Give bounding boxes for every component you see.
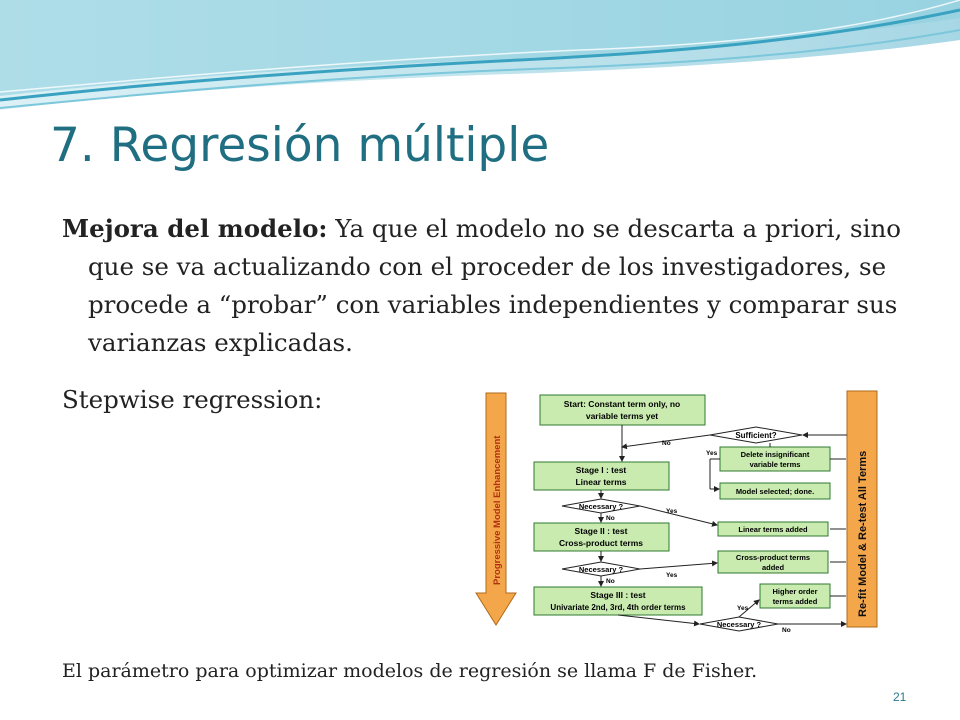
stage2-text-1: Stage II : test xyxy=(575,526,628,536)
no-label-1: No xyxy=(662,440,671,447)
para-text: Ya que el modelo no se descarta a priori… xyxy=(88,214,901,357)
delete-box xyxy=(719,446,831,472)
delete-text-2: variable terms xyxy=(750,460,801,469)
stage1-text-2: Linear terms xyxy=(575,477,626,487)
start-text-1: Start: Constant term only, no xyxy=(564,399,681,409)
header-wave-decoration xyxy=(0,0,960,110)
linear-added-box xyxy=(717,521,829,537)
necessary-text-2: Necessary ? xyxy=(579,565,624,574)
necessary-text-3: Necessary ? xyxy=(717,620,762,629)
progressive-arrow-shape xyxy=(475,392,517,626)
flow-connectors xyxy=(598,425,847,627)
page-number: 21 xyxy=(893,690,907,704)
no-label-3: No xyxy=(606,578,615,585)
no-label-4: No xyxy=(782,627,791,634)
stage3-text-1: Stage III : test xyxy=(590,590,645,600)
yes-label-4: Yes xyxy=(737,605,749,612)
stepwise-diagram: Progressive Model Enhancement Re-fit Mod… xyxy=(475,390,878,634)
stage2-text-2: Cross-product terms xyxy=(559,538,643,548)
para-bold-label: Mejora del modelo: xyxy=(62,214,328,243)
stage3-text-2: Univariate 2nd, 3rd, 4th order terms xyxy=(550,603,686,612)
linear-added-text: Linear terms added xyxy=(738,525,808,534)
start-text-2: variable terms yet xyxy=(586,411,658,421)
footer-note: El parámetro para optimizar modelos de r… xyxy=(62,660,758,682)
refit-bar-shape xyxy=(846,390,878,628)
yes-label-3: Yes xyxy=(666,572,678,579)
delete-text-1: Delete insignificant xyxy=(741,450,810,459)
yes-label-1: Yes xyxy=(706,450,718,457)
yes-label-2: Yes xyxy=(666,508,678,515)
sufficient-text: Sufficient? xyxy=(735,431,776,440)
model-selected-text: Model selected; done. xyxy=(736,487,814,496)
higher-text-2: terms added xyxy=(773,597,818,606)
start-box xyxy=(539,394,706,426)
cross-added-text-2: added xyxy=(762,563,785,572)
cross-added-box xyxy=(717,550,829,574)
stepwise-label: Stepwise regression: xyxy=(62,385,323,414)
slide-title: 7. Regresión múltiple xyxy=(50,118,550,173)
higher-text-1: Higher order xyxy=(772,587,817,596)
model-selected-box xyxy=(719,482,831,500)
body-paragraph: Mejora del modelo: Ya que el modelo no s… xyxy=(62,210,918,362)
stage1-box xyxy=(533,461,670,491)
stage1-text-1: Stage I : test xyxy=(576,465,627,475)
cross-added-text-1: Cross-product terms xyxy=(736,553,810,562)
necessary-text-1: Necessary ? xyxy=(579,502,624,511)
refit-label: Re-fit Model & Re-test All Terms xyxy=(857,451,869,617)
no-label-2: No xyxy=(606,515,615,522)
progressive-label: Progressive Model Enhancement xyxy=(492,435,503,585)
